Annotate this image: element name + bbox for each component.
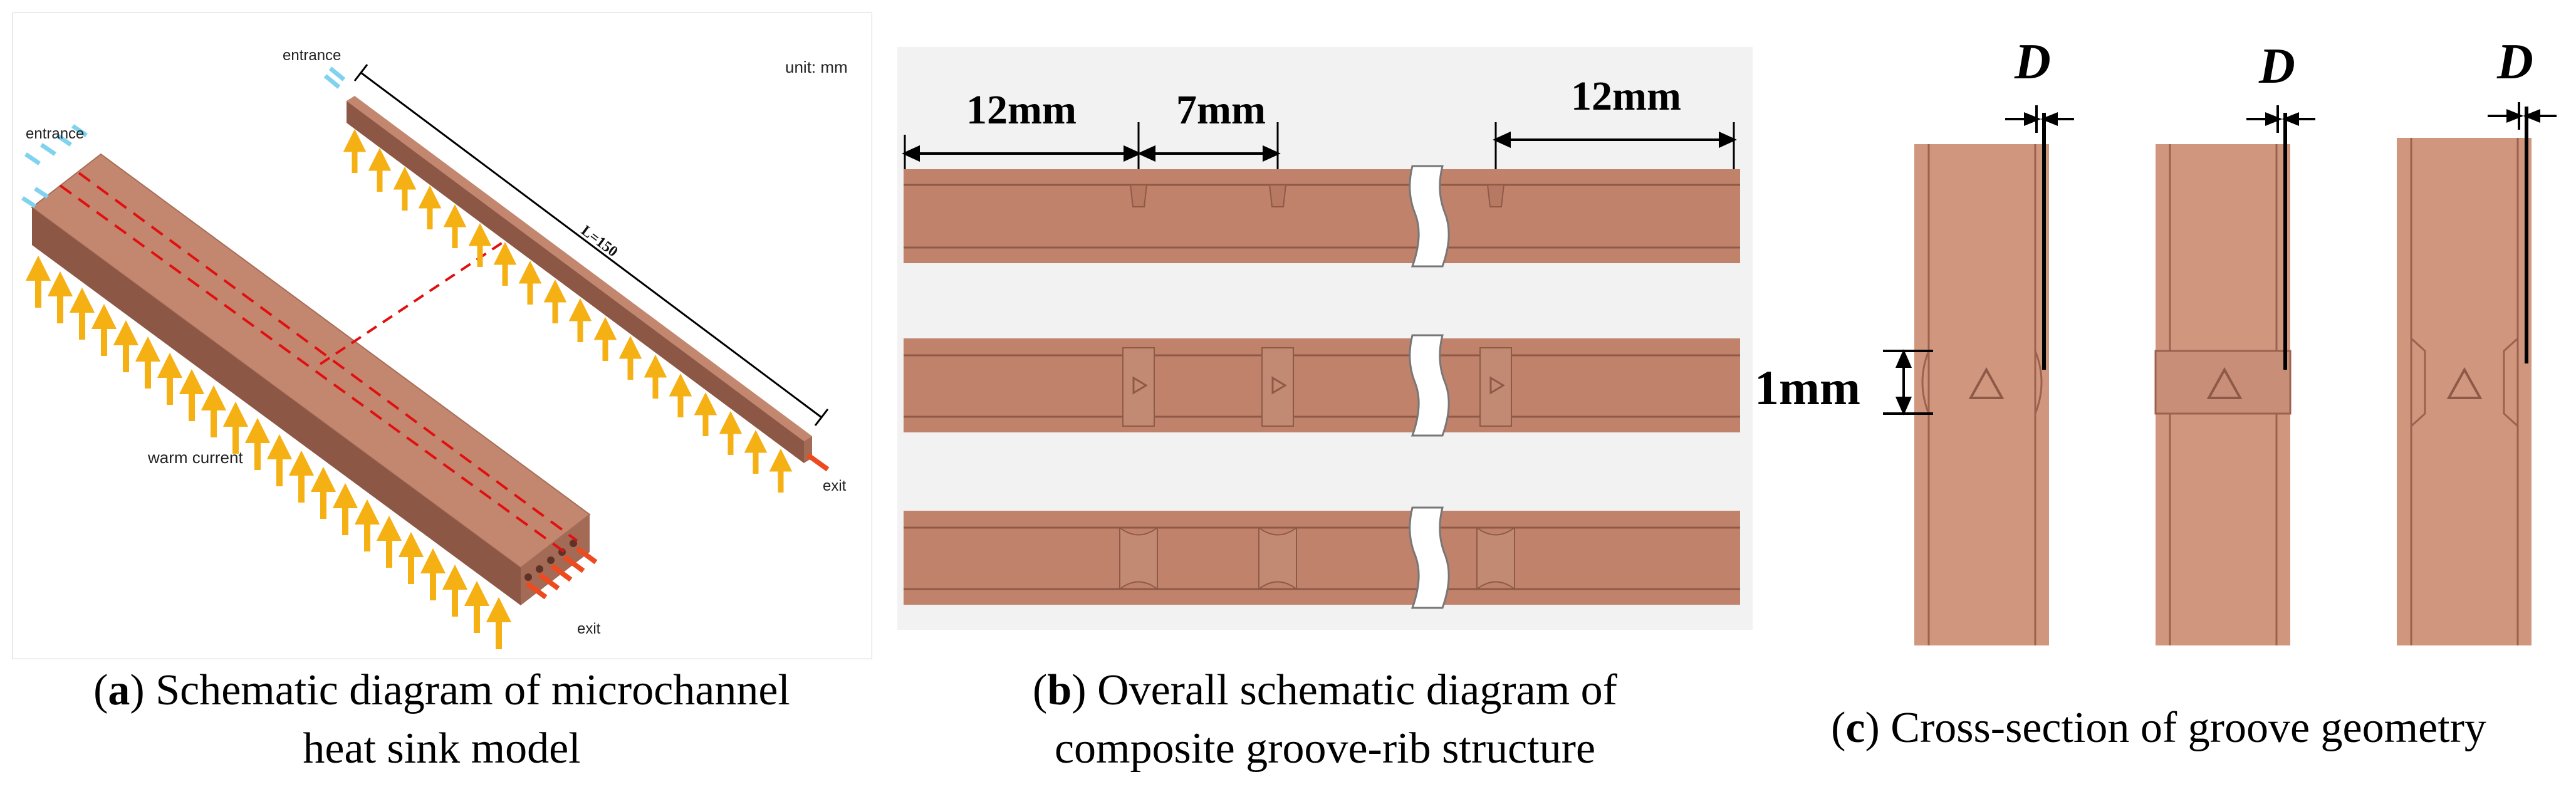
cross-section-diagram: D D D 1mm	[1755, 34, 2557, 645]
label-entrance-top: entrance	[283, 47, 341, 64]
entrance-arrows-microchannel	[323, 66, 346, 89]
caption-c-letter: c	[1845, 704, 1865, 752]
groove-strip-2	[904, 334, 1740, 437]
panel-a-heat-sink-model: entrance entrance unit: mm L=150 warm cu…	[13, 13, 872, 659]
height-dimension	[1883, 348, 1933, 416]
label-d-1: D	[2014, 34, 2051, 90]
caption-b-line1: Overall schematic diagram of	[1097, 666, 1617, 714]
label-entrance-left: entrance	[26, 125, 84, 142]
label-d-2: D	[2258, 39, 2295, 94]
panel-c-groove-cross-section: D D D 1mm	[1755, 13, 2563, 658]
label-warm-current: warm current	[147, 448, 243, 467]
single-microchannel	[347, 64, 829, 463]
heat-arrows-large-block	[25, 255, 512, 649]
label-exit-right: exit	[823, 478, 847, 494]
caption-b-letter: b	[1047, 666, 1072, 714]
zoom-leader-line	[319, 238, 509, 365]
dim-7mm: 7mm	[1176, 87, 1266, 133]
heat-arrows-microchannel	[343, 128, 793, 493]
label-d-3: D	[2496, 34, 2533, 90]
caption-a-line1: Schematic diagram of microchannel	[155, 666, 790, 714]
caption-a-letter: a	[108, 666, 130, 714]
cross-section-1	[1914, 113, 2049, 645]
cross-section-3	[2397, 107, 2532, 645]
caption-c-line1: Cross-section of groove geometry	[1890, 704, 2486, 752]
caption-a-line2: heat sink model	[303, 724, 581, 773]
cross-section-2	[2154, 113, 2292, 645]
caption-a: (a) Schematic diagram of microchannel he…	[93, 666, 790, 773]
groove-rib-diagram: 12mm 7mm 12mm	[902, 73, 1740, 609]
exit-arrows-large	[525, 546, 598, 600]
dim-12mm-right: 12mm	[1571, 73, 1681, 119]
caption-c: (c) Cross-section of groove geometry	[1831, 704, 2486, 752]
dim-12mm-left: 12mm	[966, 87, 1077, 133]
label-1mm: 1mm	[1755, 360, 1860, 415]
large-heat-sink-block	[31, 153, 591, 605]
label-length: L=150	[578, 222, 620, 260]
caption-b-line2: composite groove-rib structure	[1054, 724, 1596, 773]
entrance-arrows-large	[21, 124, 88, 208]
groove-strip-3	[904, 506, 1740, 609]
d-dimension-markers	[2005, 102, 2557, 133]
caption-b: (b) Overall schematic diagram of composi…	[1033, 666, 1617, 773]
panel-b-groove-rib-structure: 12mm 7mm 12mm	[897, 47, 1753, 630]
heat-sink-diagram: entrance entrance unit: mm L=150 warm cu…	[21, 47, 848, 649]
label-exit-bottom: exit	[577, 620, 601, 637]
label-unit: unit: mm	[785, 58, 848, 76]
exit-arrow-microchannel	[806, 452, 830, 472]
groove-strip-1	[904, 165, 1740, 268]
